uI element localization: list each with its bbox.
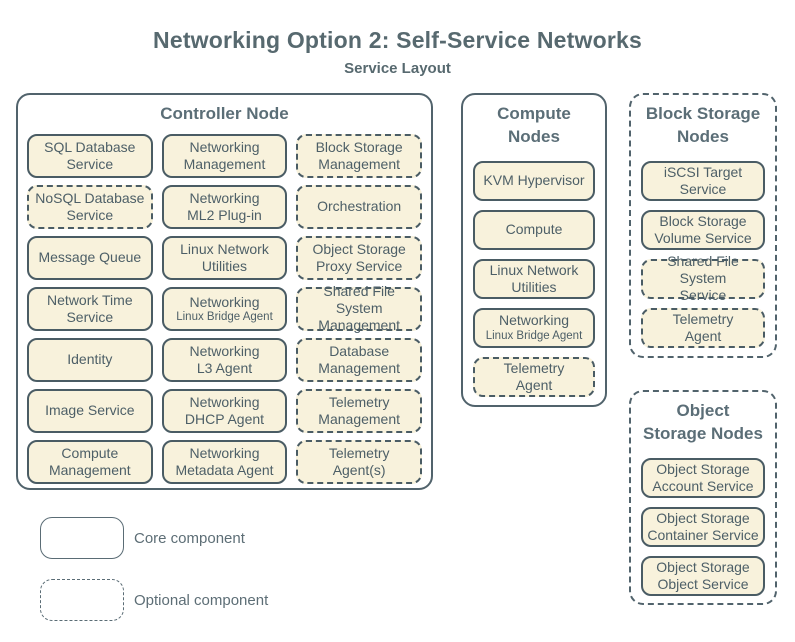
- service-box: Network Time Service: [27, 286, 153, 331]
- core-component-swatch: [40, 517, 124, 559]
- service-label: Network Time Service: [47, 291, 133, 325]
- service-label: Image Service: [45, 402, 135, 419]
- service-label: Telemetry Agent: [672, 310, 734, 344]
- service-label: iSCSI Target Service: [663, 163, 743, 197]
- service-label: Object Storage Object Service: [656, 558, 750, 592]
- service-label: Compute Management: [48, 444, 131, 478]
- service-box: Block Storage Volume Service: [641, 209, 765, 250]
- service-box: Telemetry Agent: [473, 356, 595, 397]
- service-label: Networking DHCP Agent: [184, 393, 265, 427]
- service-label: Block Storage Management: [315, 138, 403, 172]
- service-label: Compute: [505, 221, 563, 238]
- optional-component-swatch: [40, 579, 124, 621]
- service-box: Shared File System Management: [296, 283, 422, 333]
- service-label: NoSQL Database Service: [35, 189, 145, 223]
- service-box: Compute Management: [27, 439, 153, 484]
- service-box: KVM Hypervisor: [473, 160, 595, 201]
- service-box: Compute: [473, 209, 595, 250]
- service-label: KVM Hypervisor: [483, 172, 585, 189]
- legend-item-core: Core component: [40, 517, 268, 559]
- controller-services-grid: SQL Database Service Networking Manageme…: [18, 130, 431, 492]
- service-box: Linux Network Utilities: [161, 235, 288, 280]
- service-label: Message Queue: [38, 249, 142, 266]
- page-title: Networking Option 2: Self-Service Networ…: [153, 27, 642, 53]
- service-box: Networking Metadata Agent: [161, 439, 288, 484]
- service-sublabel: Linux Bridge Agent: [485, 329, 583, 342]
- service-box: Orchestration: [296, 184, 422, 229]
- legend-label: Core component: [134, 529, 245, 547]
- legend-label: Optional component: [134, 591, 269, 609]
- object-storage-nodes-title: Object Storage Nodes: [643, 401, 763, 443]
- object-storage-nodes-box: Object Storage Nodes Object Storage Acco…: [629, 390, 777, 605]
- service-box: Database Management: [296, 337, 422, 382]
- service-label: Linux Network Utilities: [489, 261, 579, 295]
- service-box: Networking ML2 Plug-in: [161, 184, 288, 229]
- service-box: SQL Database Service: [27, 133, 153, 178]
- service-box: Shared File System Service: [641, 253, 765, 303]
- compute-nodes-title: Compute Nodes: [497, 104, 571, 146]
- service-box: Telemetry Management: [296, 388, 422, 433]
- service-label: Telemetry Agent(s): [328, 444, 390, 478]
- service-box: Block Storage Management: [296, 133, 422, 178]
- service-box: Object Storage Proxy Service: [296, 235, 422, 280]
- service-box: Networking L3 Agent: [161, 337, 288, 382]
- legend-item-optional: Optional component: [40, 579, 268, 621]
- service-box: Message Queue: [27, 235, 153, 280]
- service-label: Object Storage Account Service: [652, 460, 754, 494]
- service-box: Linux Network Utilities: [473, 258, 595, 299]
- service-label: Telemetry Agent: [503, 359, 565, 393]
- service-label: Networking Management: [183, 138, 266, 172]
- object-storage-services-list: Object Storage Account Service Object St…: [631, 450, 775, 606]
- service-label: Shared File System Management: [318, 283, 401, 334]
- service-box: Telemetry Agent(s): [296, 439, 422, 484]
- service-box: iSCSI Target Service: [641, 160, 765, 201]
- service-label: Networking: [498, 312, 570, 329]
- page-subtitle: Service Layout: [344, 60, 451, 77]
- service-box: Image Service: [27, 388, 153, 433]
- service-label: Database Management: [318, 342, 401, 376]
- service-label: Shared File System Service: [667, 253, 739, 304]
- service-label: Telemetry Management: [318, 393, 401, 427]
- service-label: Networking: [189, 293, 260, 310]
- service-label: Object Storage Proxy Service: [312, 240, 406, 274]
- service-box: NoSQL Database Service: [27, 184, 153, 229]
- service-box: Telemetry Agent: [641, 307, 765, 348]
- service-label: Networking ML2 Plug-in: [187, 189, 262, 223]
- block-storage-nodes-box: Block Storage Nodes iSCSI Target Service…: [629, 93, 777, 358]
- service-box: Object Storage Container Service: [641, 506, 765, 547]
- service-label: SQL Database Service: [44, 138, 136, 172]
- service-box: Networking DHCP Agent: [161, 388, 288, 433]
- block-storage-nodes-title: Block Storage Nodes: [645, 104, 761, 146]
- service-box: Object Storage Object Service: [641, 555, 765, 596]
- service-label: Identity: [67, 351, 113, 368]
- compute-services-list: KVM Hypervisor Compute Linux Network Uti…: [463, 153, 605, 407]
- service-box: Object Storage Account Service: [641, 457, 765, 498]
- service-sublabel: Linux Bridge Agent: [176, 310, 273, 323]
- service-label: Networking Metadata Agent: [175, 444, 274, 478]
- service-label: Networking L3 Agent: [189, 342, 260, 376]
- service-label: Object Storage Container Service: [647, 509, 759, 543]
- service-box: Networking Management: [161, 133, 288, 178]
- service-label: Orchestration: [317, 198, 402, 215]
- service-label: Linux Network Utilities: [180, 240, 269, 274]
- block-storage-services-list: iSCSI Target Service Block Storage Volum…: [631, 153, 775, 358]
- controller-node-title: Controller Node: [160, 104, 289, 123]
- controller-node-box: Controller Node SQL Database Service Net…: [16, 93, 433, 490]
- legend: Core component Optional component: [40, 517, 268, 621]
- compute-nodes-box: Compute Nodes KVM Hypervisor Compute Lin…: [461, 93, 607, 407]
- service-box: Identity: [27, 337, 153, 382]
- service-label: Block Storage Volume Service: [654, 212, 752, 246]
